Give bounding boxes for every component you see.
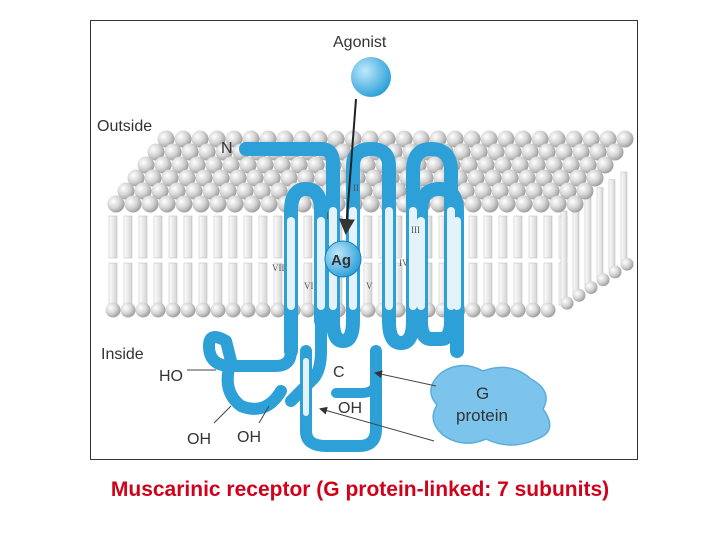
oh-label-2: OH bbox=[237, 429, 261, 446]
oh-label-3: OH bbox=[338, 400, 362, 417]
g-protein-arrow-lower bbox=[319, 406, 435, 442]
c-terminus-label: C bbox=[333, 364, 345, 381]
segment-label-v: V bbox=[366, 281, 373, 291]
ligand-label: Ag bbox=[331, 252, 351, 269]
bound-agonist bbox=[324, 240, 362, 278]
agonist-molecule bbox=[351, 57, 391, 97]
segment-label-iv: IV bbox=[399, 258, 409, 268]
segment-label-iii: III bbox=[411, 225, 420, 235]
segment-label-i: I bbox=[326, 211, 329, 221]
g-protein bbox=[430, 364, 551, 446]
receptor-diagram: Agonist Outside Inside N C Ag HO OH OH O… bbox=[90, 20, 638, 460]
segment-label-ii: II bbox=[353, 183, 359, 193]
g-protein-arrow-upper bbox=[374, 370, 437, 387]
agonist-arrow bbox=[338, 98, 357, 235]
ho-label: HO bbox=[159, 368, 183, 385]
n-terminus-label: N bbox=[221, 140, 233, 157]
segment-label-vii: VII bbox=[272, 263, 285, 273]
inside-label: Inside bbox=[101, 346, 144, 363]
g-protein-label-line1: G bbox=[476, 384, 489, 403]
oh-label-1: OH bbox=[187, 431, 211, 448]
agonist-label: Agonist bbox=[333, 34, 387, 51]
outside-label: Outside bbox=[97, 118, 152, 135]
g-protein-label-line2: protein bbox=[456, 406, 508, 425]
segment-label-vi: VI bbox=[304, 281, 314, 291]
figure-caption: Muscarinic receptor (G protein-linked: 7… bbox=[110, 478, 610, 501]
receptor-chain bbox=[203, 142, 464, 452]
